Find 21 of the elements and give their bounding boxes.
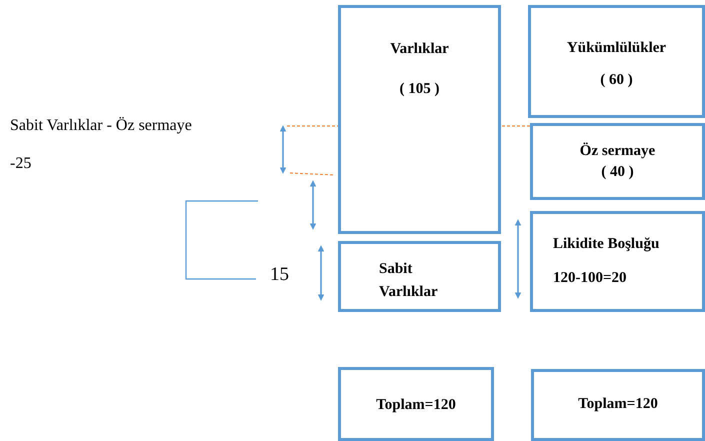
annotation-text: 15 [270,264,289,286]
value-box [338,241,501,312]
box-text: ( 40 ) [600,164,635,181]
value-box [531,369,705,441]
box-text: Sabit Varlıklar [379,260,439,302]
box-text: Öz sermaye [578,143,656,160]
value-box [338,367,494,441]
value-box [528,5,705,118]
value-box [530,123,705,200]
box-text: ( 60 ) [599,72,634,89]
box-text: Varlıklar [389,41,450,58]
box-text: ( 105 ) [398,81,440,98]
annotation-text: -25 [10,155,32,173]
annotation-text: Sabit Varlıklar - Öz sermaye [10,117,192,135]
box-text: 120-100=20 [553,269,628,288]
box-text: Yükümlülükler [566,40,668,57]
box-text: Likidite Boşluğu [553,235,660,254]
box-text: Toplam=120 [577,396,659,413]
value-box [530,211,705,312]
value-box [338,5,501,234]
box-text: Toplam=120 [375,397,457,414]
